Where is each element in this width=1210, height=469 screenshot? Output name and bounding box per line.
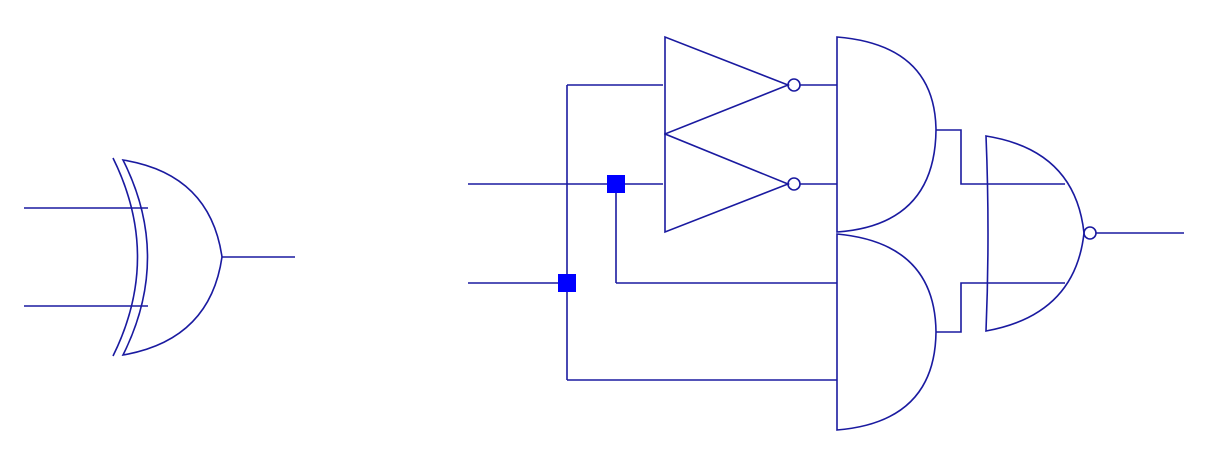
not-gate-bottom bbox=[664, 132, 837, 234]
junction-dot bbox=[607, 175, 625, 193]
xor-body bbox=[121, 158, 223, 357]
and-gate-bottom bbox=[836, 233, 937, 431]
and-bottom-to-nand-wire bbox=[936, 282, 1065, 333]
and-top-to-nand-wire bbox=[936, 129, 1065, 185]
nand-gate bbox=[985, 135, 1184, 332]
not-gate-top-body bbox=[664, 35, 791, 136]
junction-dot bbox=[558, 274, 576, 292]
nand-gate-bubble bbox=[1083, 226, 1097, 240]
nand-gate-body bbox=[985, 135, 1085, 332]
not-gate-bottom-body bbox=[664, 132, 791, 234]
xor-gate bbox=[24, 157, 295, 357]
compound-circuit bbox=[468, 35, 1184, 431]
and-gate-top bbox=[836, 36, 937, 233]
not-gate-top bbox=[664, 35, 837, 136]
xor-extra-curve bbox=[112, 157, 139, 357]
